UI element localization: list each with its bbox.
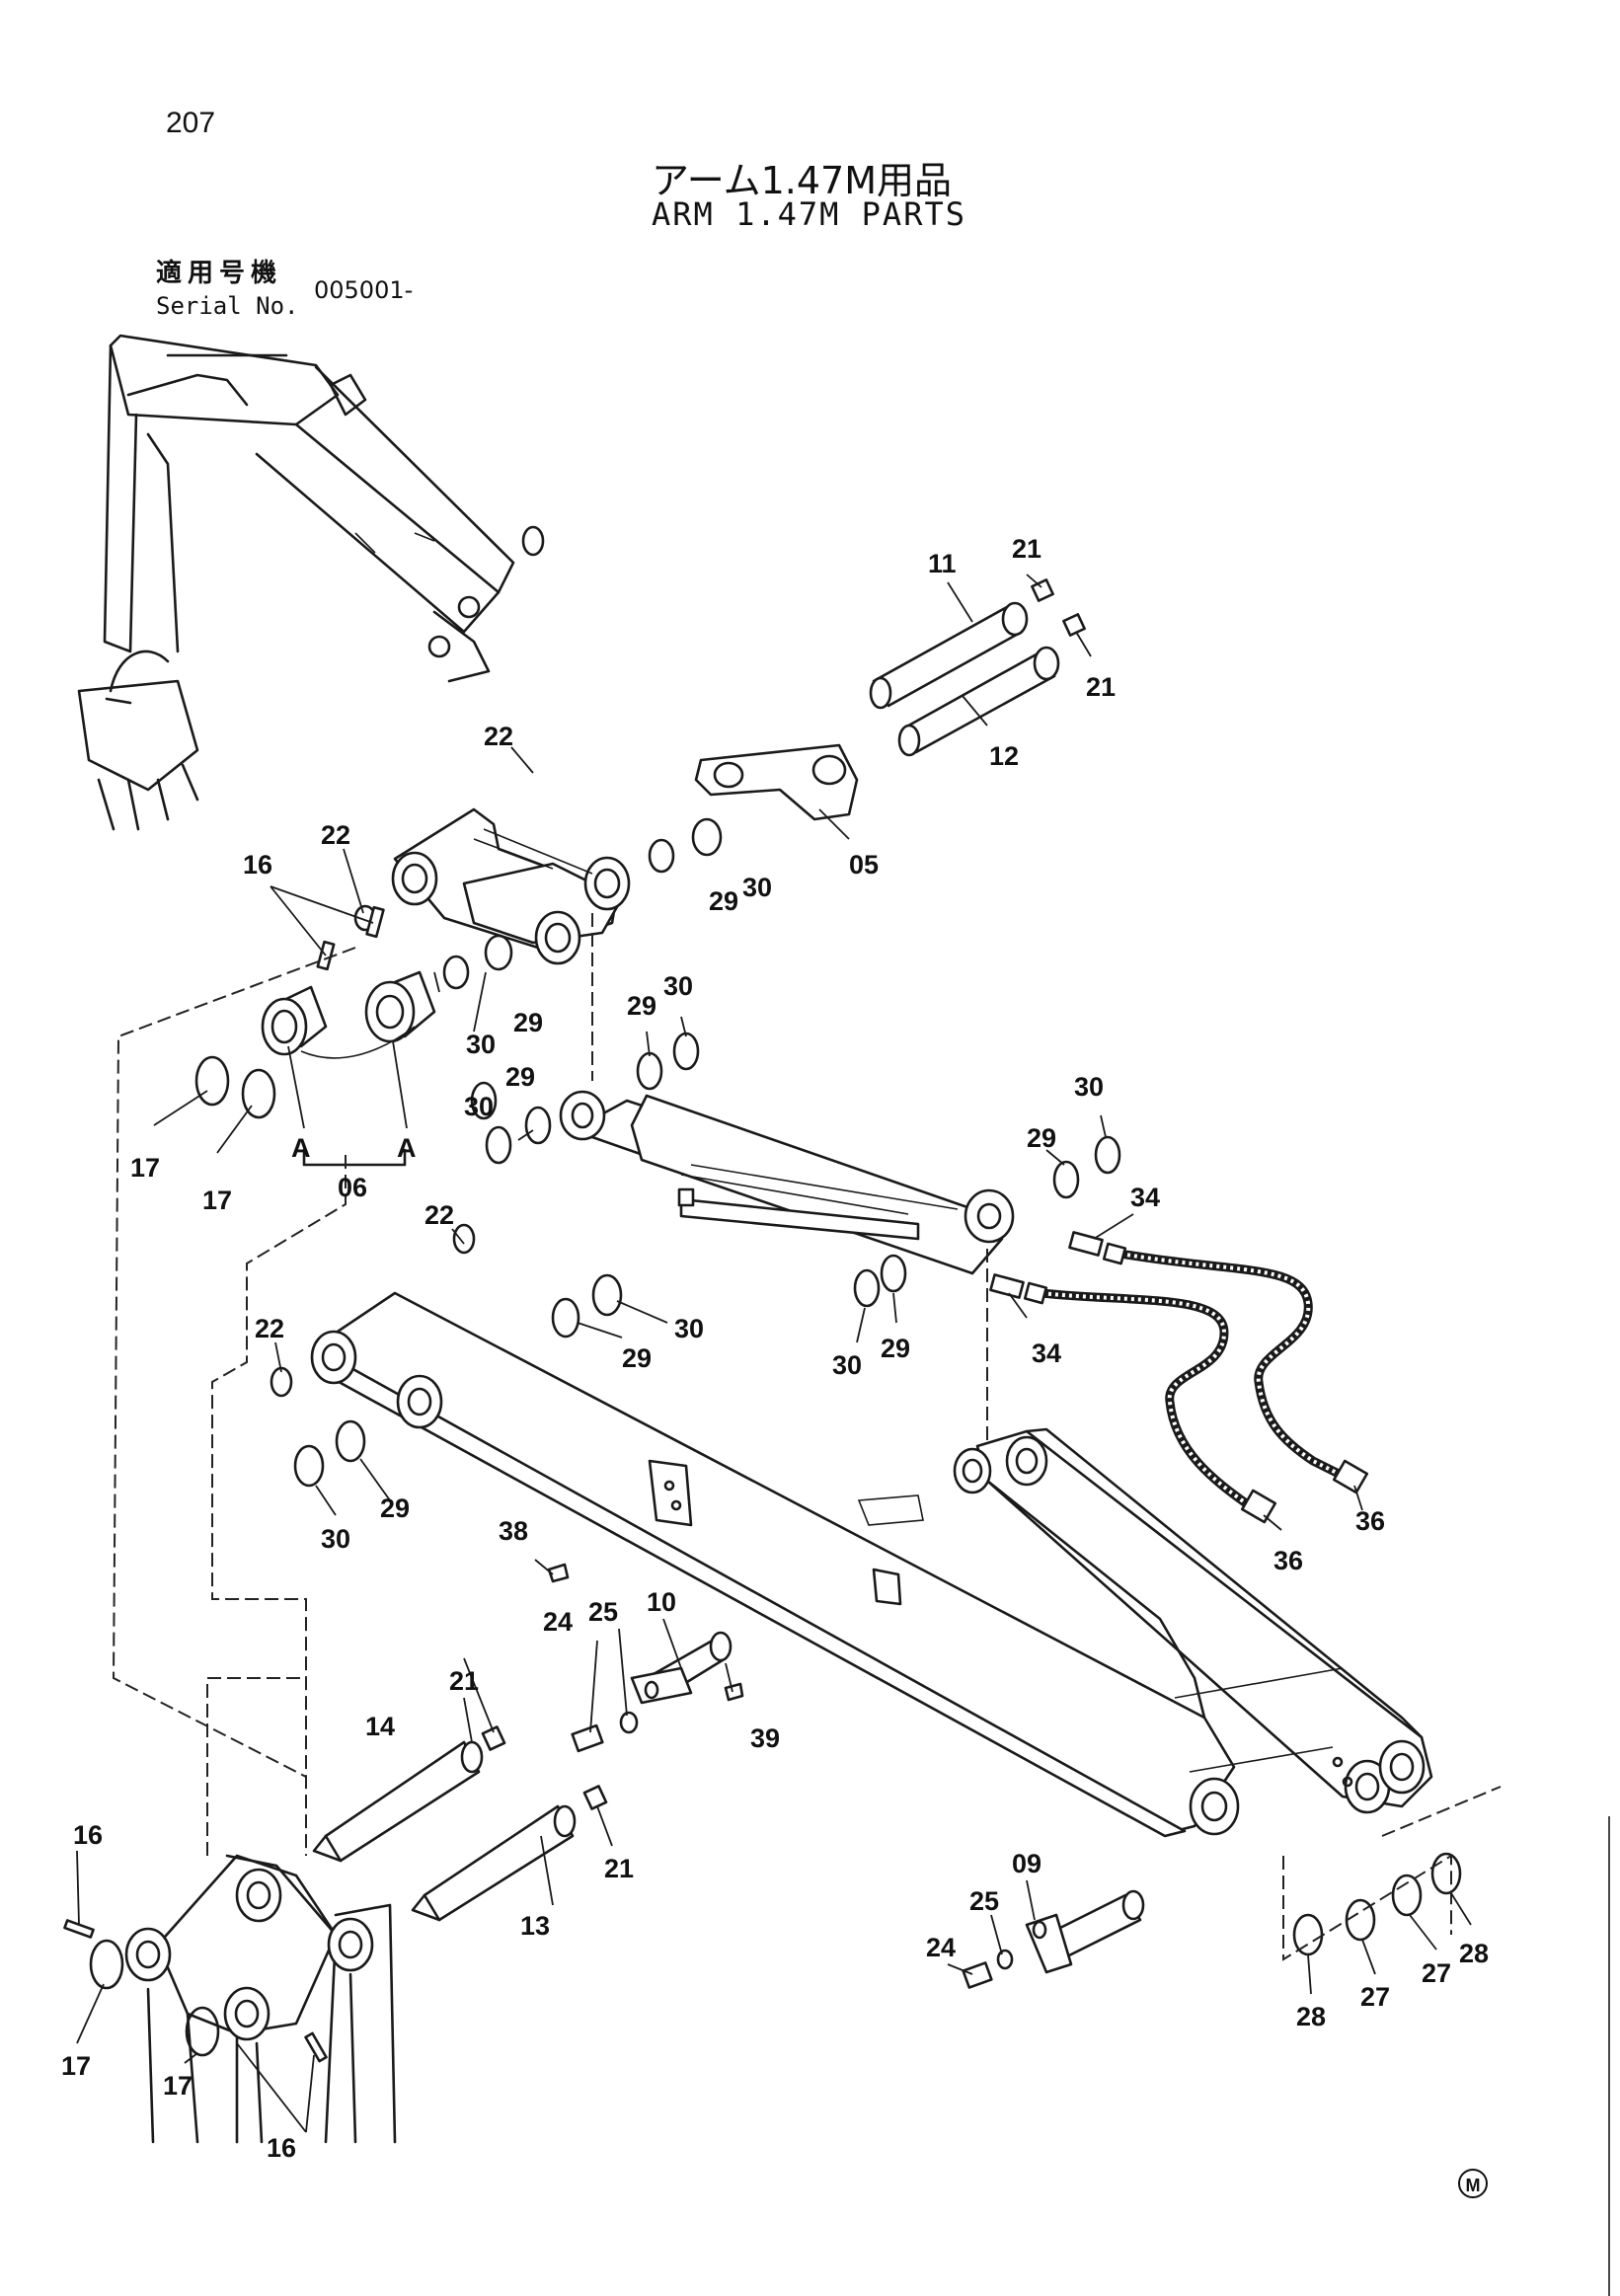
callout-36: 36 (1355, 1506, 1385, 1536)
callout-21: 21 (1012, 534, 1041, 564)
pin-12 (897, 646, 1060, 757)
callout-27: 27 (1422, 1958, 1451, 1988)
callout-22: 22 (424, 1200, 454, 1230)
callout-30: 30 (1074, 1072, 1104, 1102)
callout-22: 22 (321, 820, 350, 850)
callout-24: 24 (926, 1933, 956, 1962)
hydraulic-hoses (1023, 1242, 1369, 1524)
callout-30: 30 (466, 1030, 496, 1059)
assembly-outline-lines (112, 913, 1610, 2296)
callout-30: 30 (663, 971, 693, 1001)
callout-06: 06 (338, 1173, 367, 1202)
callout-11: 11 (928, 549, 957, 578)
callout-A: A (291, 1133, 311, 1163)
callout-28: 28 (1459, 1939, 1489, 1968)
callout-22: 22 (255, 1314, 284, 1343)
grease-fittings-21-upper (1031, 578, 1086, 637)
callout-21: 21 (1086, 672, 1116, 702)
callout-14: 14 (365, 1712, 395, 1741)
callout-22: 22 (484, 722, 513, 751)
callout-30: 30 (742, 873, 772, 902)
callout-13: 13 (520, 1911, 550, 1941)
bucket-link-assembly (63, 1854, 397, 2144)
callout-30: 30 (321, 1524, 350, 1554)
callout-25: 25 (588, 1597, 618, 1627)
callout-21: 21 (604, 1854, 634, 1883)
callout-30: 30 (464, 1092, 494, 1121)
callout-29: 29 (380, 1493, 410, 1523)
callout-29: 29 (881, 1334, 910, 1363)
callout-16: 16 (267, 2133, 296, 2163)
callout-29: 29 (513, 1008, 543, 1037)
pin-set-06 (194, 905, 436, 1167)
callout-39: 39 (750, 1723, 780, 1753)
upper-link-assembly (391, 807, 631, 965)
corner-mark: M (1458, 2169, 1488, 2198)
callout-27: 27 (1360, 1982, 1390, 2012)
callout-25: 25 (969, 1886, 999, 1916)
callout-16: 16 (243, 850, 272, 880)
callout-29: 29 (627, 991, 656, 1021)
callout-17: 17 (202, 1186, 232, 1215)
callout-29: 29 (622, 1343, 652, 1373)
callout-30: 30 (674, 1314, 704, 1343)
callout-30: 30 (832, 1350, 862, 1380)
pin-10 (571, 1631, 733, 1753)
bracket-plates (547, 1459, 902, 1702)
page-title-english: ARM 1.47M PARTS (652, 195, 966, 233)
pin-14 (312, 1725, 506, 1863)
callout-29: 29 (505, 1062, 535, 1092)
arm-body (310, 1291, 1433, 1838)
callout-17: 17 (61, 2051, 91, 2081)
callout-A: A (397, 1133, 417, 1163)
serial-label-japanese: 適用号機 (156, 259, 283, 288)
hydraulic-cylinder (559, 1090, 1015, 1275)
callout-16: 16 (73, 1820, 103, 1850)
page-number: 207 (166, 107, 216, 139)
corner-mark-letter: M (1466, 2176, 1481, 2195)
callout-29: 29 (709, 886, 738, 916)
link-05 (694, 743, 859, 821)
callout-34: 34 (1032, 1339, 1061, 1368)
pin-09 (962, 1889, 1145, 1989)
callout-17: 17 (163, 2071, 193, 2101)
callout-09: 09 (1012, 1849, 1041, 1878)
callout-34: 34 (1130, 1183, 1160, 1212)
hose-fittings-34 (989, 1231, 1104, 1299)
callout-05: 05 (849, 850, 879, 880)
pin-13 (411, 1785, 608, 1922)
callout-21: 21 (449, 1666, 479, 1696)
callout-28: 28 (1296, 2002, 1326, 2031)
callout-24: 24 (543, 1607, 573, 1637)
serial-label-english: Serial No. (156, 292, 299, 320)
callout-29: 29 (1027, 1123, 1056, 1153)
callout-12: 12 (989, 741, 1019, 771)
callout-17: 17 (130, 1153, 160, 1183)
callout-leader-lines (76, 574, 1472, 2133)
page-title-japanese: アーム1.47M用品 (652, 159, 952, 202)
callout-36: 36 (1273, 1546, 1303, 1575)
callout-labels: 21 11 21 12 05 22 22 16 17 17 A A 06 30 … (61, 534, 1489, 2163)
serial-number-range: 005001- (314, 276, 414, 304)
callout-10: 10 (647, 1587, 676, 1617)
callout-38: 38 (499, 1516, 528, 1546)
machine-overview-illustration (77, 334, 515, 831)
pin-11 (869, 601, 1029, 710)
